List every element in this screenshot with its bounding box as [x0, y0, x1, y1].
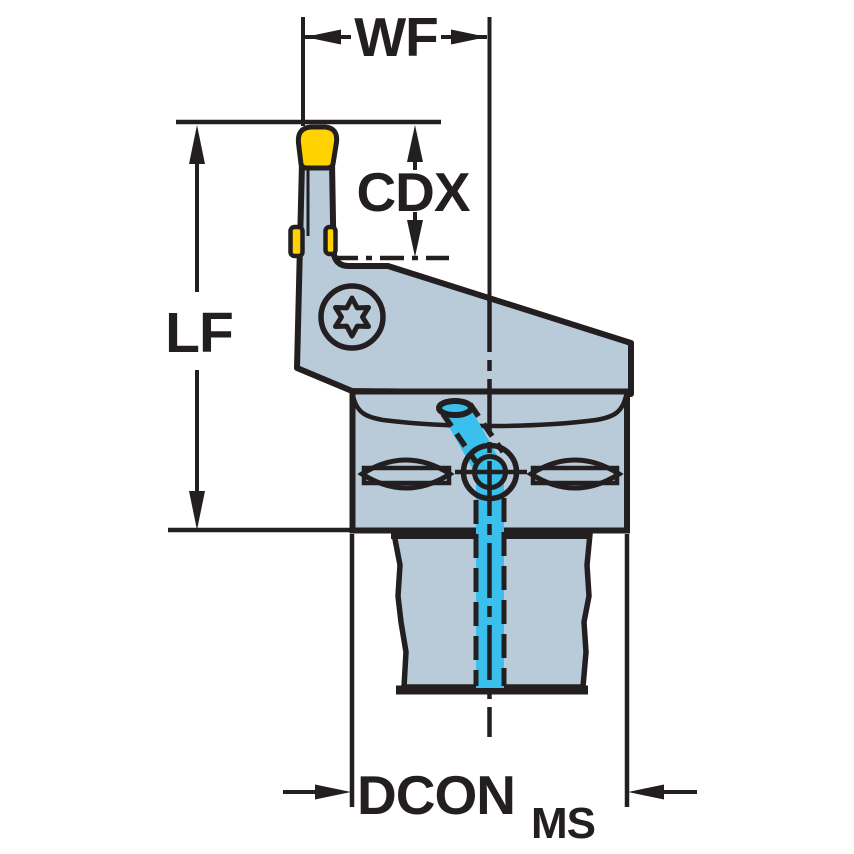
insert-seat-tab-left	[288, 224, 305, 259]
wf-dimension-label: WF	[354, 6, 438, 68]
dcon-dimension-label: DCON	[357, 764, 515, 826]
lf-dimension-label: LF	[165, 301, 233, 365]
lens-slot-right	[530, 465, 620, 486]
dcon-arrow-right	[628, 784, 664, 800]
cutting-insert	[288, 124, 340, 259]
coolant-inlet-hole	[436, 398, 474, 418]
lf-arrow-down	[189, 491, 205, 530]
dcon-subscript-label: MS	[531, 799, 595, 848]
screw-head-circle	[318, 283, 386, 351]
wf-arrow-left	[305, 29, 341, 45]
torx-star	[333, 295, 371, 339]
dcon-arrow-left	[315, 784, 351, 800]
insert-seat-tab-right	[323, 224, 338, 257]
dimension-lf: LF	[165, 125, 356, 533]
cdx-dimension-label: CDX	[356, 161, 470, 223]
dimension-cdx: CDX	[334, 125, 472, 261]
cdx-arrow-down	[407, 220, 423, 257]
insert-tip	[295, 124, 340, 171]
dimension-wf: WF	[301, 6, 487, 126]
lens-slot-left	[361, 465, 452, 486]
cdx-arrow-up	[407, 125, 423, 162]
dimension-dcon: DCON MS	[283, 534, 697, 848]
lf-arrow-up	[189, 125, 205, 164]
coolant-diagonal-duct	[441, 400, 504, 480]
clamp-screw-left	[357, 457, 455, 491]
clamp-screw-right	[526, 457, 624, 491]
wf-arrow-right	[451, 29, 487, 45]
torx-screw-icon	[318, 283, 386, 351]
